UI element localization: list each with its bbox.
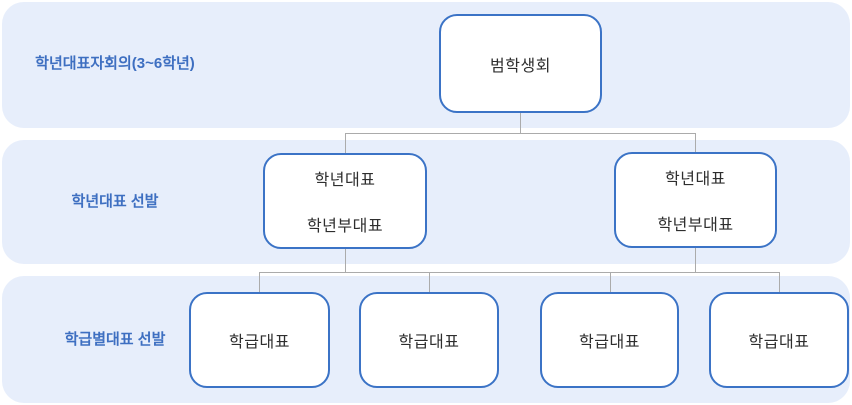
org-box-class-rep-4: 학급대표: [709, 292, 849, 388]
org-box-grade-rep-2-line1: 학년대표: [665, 171, 726, 188]
connector-grade1-down: [345, 249, 346, 272]
connector-level1-horizontal: [345, 133, 696, 134]
connector-root-down: [520, 113, 521, 133]
connector-level2-horizontal: [259, 272, 780, 273]
org-box-grade-rep-1: 학년대표 학년부대표: [263, 153, 427, 249]
org-box-class-rep-1: 학급대표: [189, 292, 330, 388]
connector-class1-up: [259, 272, 260, 292]
row-label-grade-rep-meeting: 학년대표자회의(3~6학년): [35, 55, 195, 72]
band-row-1: [2, 2, 850, 128]
org-box-student-council: 범학생회: [439, 14, 602, 113]
connector-grade1-up: [345, 133, 346, 153]
org-box-grade-rep-2-line2: 학년부대표: [657, 217, 734, 234]
org-box-grade-rep-1-line1: 학년대표: [314, 172, 376, 189]
row-label-grade-rep-selection: 학년대표 선발: [71, 193, 159, 210]
org-box-student-council-label: 범학생회: [490, 57, 551, 75]
org-box-class-rep-3-label: 학급대표: [579, 334, 640, 351]
org-box-class-rep-1-label: 학급대표: [229, 334, 290, 351]
org-box-class-rep-4-label: 학급대표: [748, 334, 810, 351]
connector-class3-up: [610, 272, 611, 292]
org-box-class-rep-2: 학급대표: [359, 292, 499, 388]
org-box-class-rep-2-label: 학급대표: [398, 334, 460, 351]
connector-class4-up: [779, 272, 780, 292]
org-box-grade-rep-2: 학년대표 학년부대표: [614, 152, 777, 248]
connector-grade2-down: [695, 248, 696, 272]
row-label-class-rep-selection: 학급별대표 선발: [64, 331, 166, 348]
connector-class2-up: [429, 272, 430, 292]
org-box-class-rep-3: 학급대표: [540, 292, 679, 388]
org-box-grade-rep-1-line2: 학년부대표: [306, 218, 384, 235]
connector-grade2-up: [695, 133, 696, 152]
